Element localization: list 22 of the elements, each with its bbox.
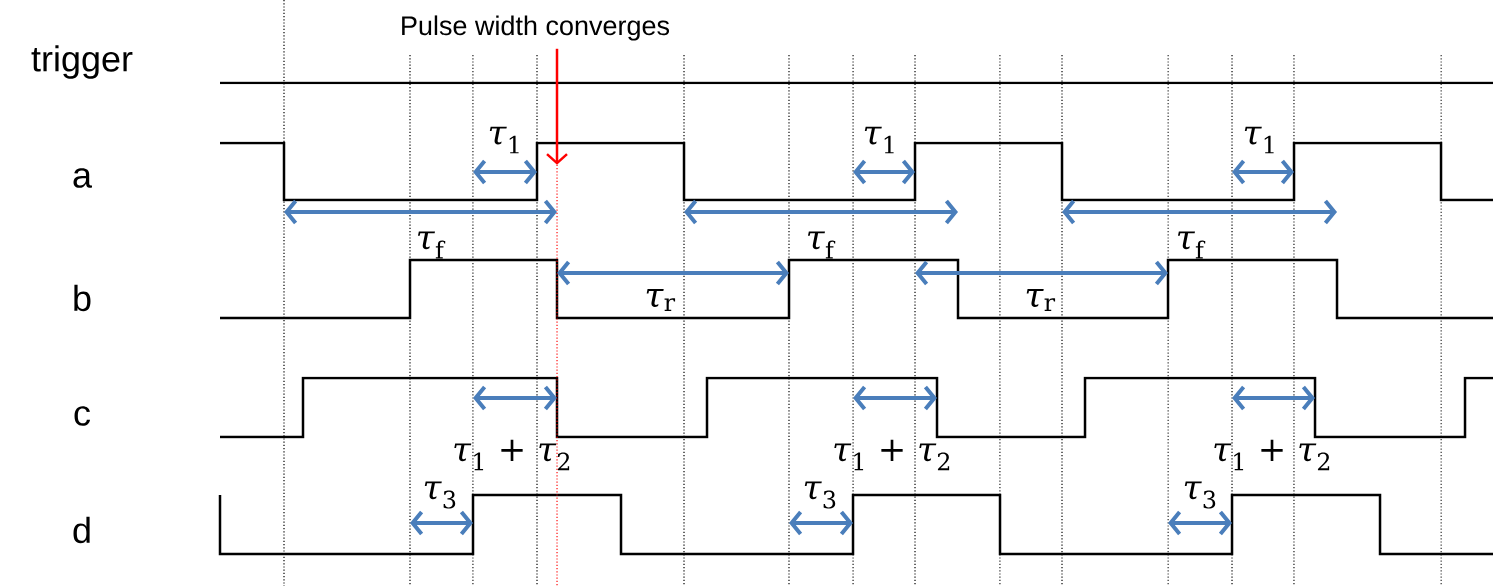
signal-name: c [74, 406, 91, 426]
signal-name: b [74, 284, 91, 312]
interval-label: τ$_{3}$ [804, 481, 836, 509]
interval-label: τ$_{1}$ + τ$_{2}$ [1214, 439, 1330, 471]
interval-label: τ$_{f}$ [1178, 231, 1206, 259]
interval-label: τ$_{f}$ [808, 231, 836, 259]
signal-name: trigger [31, 45, 133, 79]
interval-label: τ$_{f}$ [418, 231, 446, 259]
interval-label: τ$_{1}$ [489, 126, 519, 154]
interval-label: τ$_{3}$ [424, 481, 456, 509]
arrow [546, 48, 568, 165]
interval-label: τ$_{1}$ + τ$_{2}$ [454, 439, 570, 471]
interval-label: τ$_{1}$ [1244, 126, 1274, 154]
signal-name: d [73, 516, 90, 544]
interval-label: τ$_{r}$ [1026, 289, 1056, 311]
interval-label: τ$_{3}$ [1184, 481, 1216, 509]
marker-line [556, 164, 558, 586]
signal-name: a [73, 168, 92, 188]
interval-label: τ$_{r}$ [646, 289, 676, 311]
annotation-text: Pulse width converges [402, 15, 670, 41]
interval-label: τ$_{1}$ + τ$_{2}$ [834, 439, 950, 471]
interval-label: τ$_{1}$ [864, 126, 894, 154]
